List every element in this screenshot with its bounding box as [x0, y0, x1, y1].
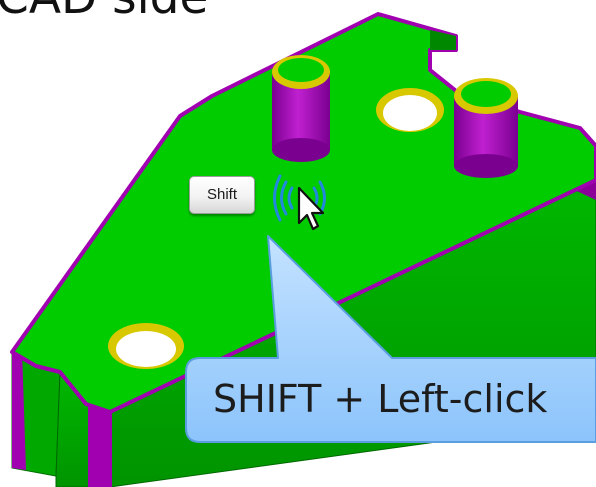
callout-bubble: [185, 235, 596, 443]
page-title: CAD side: [0, 0, 208, 21]
front-corner-fillet: [88, 402, 112, 487]
shift-key-icon: Shift: [189, 176, 255, 214]
boss-right-bottom: [454, 154, 518, 178]
click-cursor-icon: [297, 186, 325, 231]
boss-left-top-inner: [278, 58, 324, 82]
boss-left-bottom: [272, 138, 330, 162]
callout-text: SHIFT + Left-click: [213, 377, 548, 421]
hole-center[interactable]: [383, 95, 437, 131]
part-notch-face: [430, 30, 456, 50]
click-cursor-group: [273, 174, 326, 231]
boss-right-top-inner: [461, 81, 511, 107]
hole-left[interactable]: [116, 331, 176, 367]
left-edge-fillet: [12, 350, 26, 470]
